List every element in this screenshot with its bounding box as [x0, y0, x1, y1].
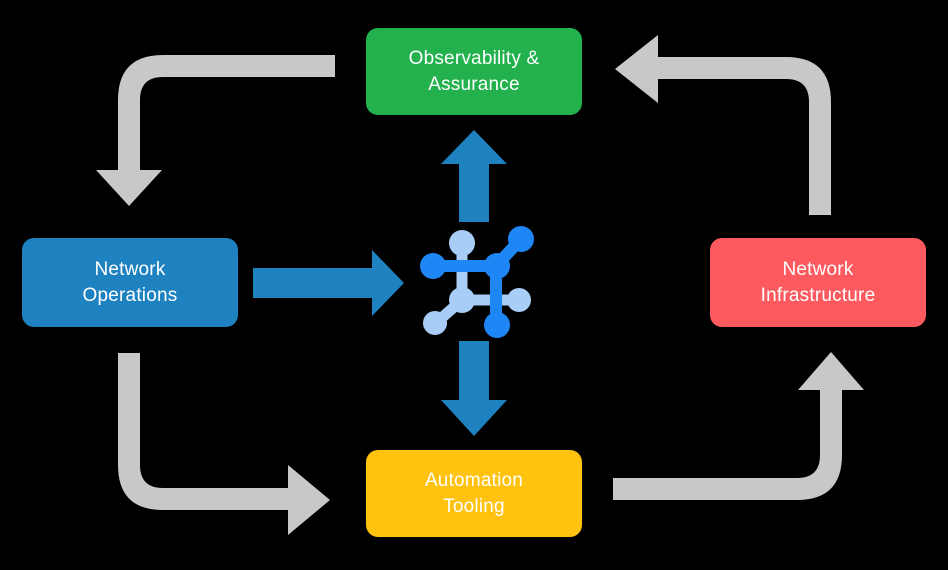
gray-arrow-observability-to-operations [96, 55, 335, 206]
node-box-observability-assurance[interactable]: Observability & Assurance [366, 28, 582, 115]
node-box-automation-tooling[interactable]: Automation Tooling [366, 450, 582, 537]
node-box-network-infrastructure[interactable]: Network Infrastructure [710, 238, 926, 327]
node-label-observability-assurance: Observability & Assurance [408, 47, 540, 95]
gray-arrow-automation-to-infrastructure [613, 352, 864, 500]
gray-arrow-operations-to-automation [118, 353, 330, 535]
blue-arrow-center-to-automation [441, 341, 507, 436]
node-label-network-infrastructure: Network Infrastructure [760, 258, 876, 306]
gray-arrow-infrastructure-to-observability [615, 35, 831, 215]
network-topology-icon-glyph [420, 226, 534, 338]
blue-arrow-operations-to-center [253, 250, 404, 316]
node-label-network-operations: Network Operations [82, 258, 178, 306]
blue-arrow-center-to-observability [441, 130, 507, 222]
node-label-automation-tooling: Automation Tooling [424, 469, 524, 517]
node-box-network-operations[interactable]: Network Operations [22, 238, 238, 327]
